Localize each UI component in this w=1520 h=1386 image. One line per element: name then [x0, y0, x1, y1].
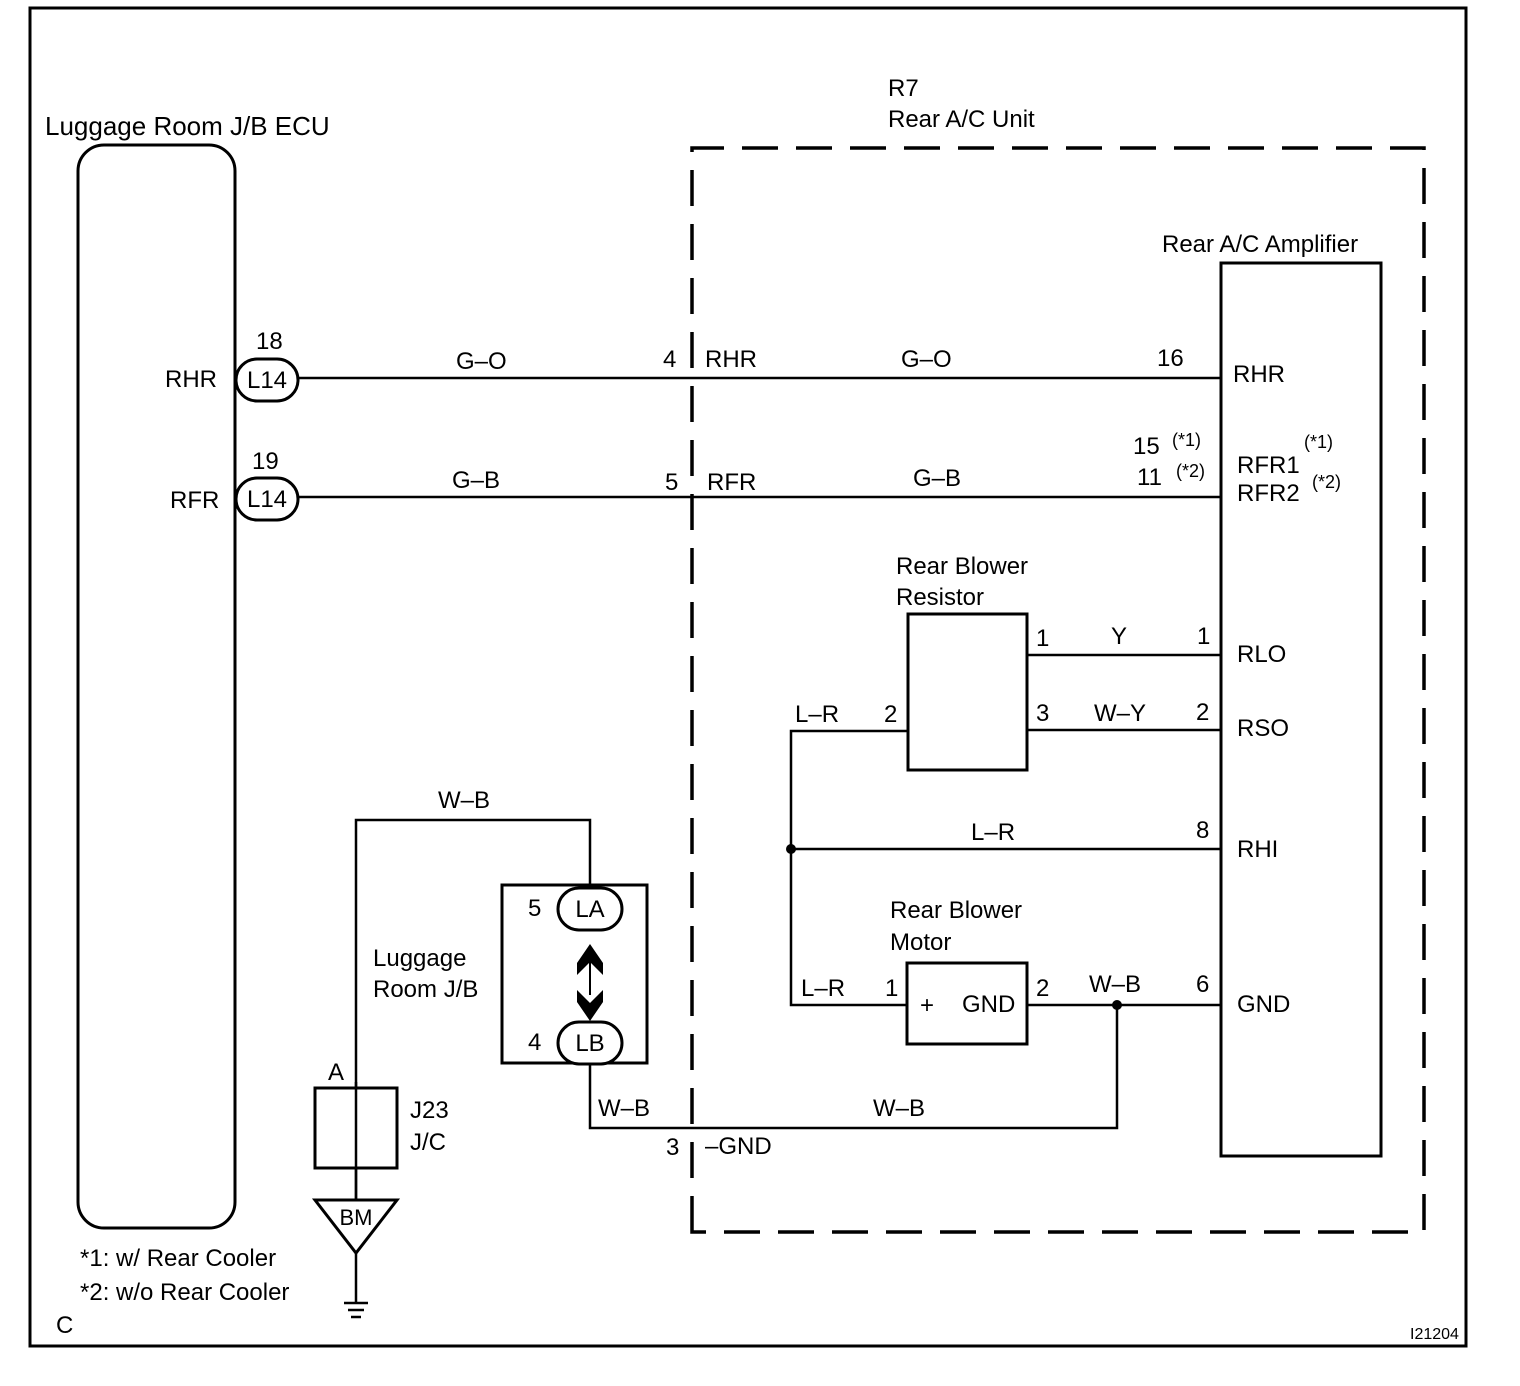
- ecu-pin-rfr-number: 19: [252, 448, 279, 475]
- earth-ground-icon: [344, 1301, 368, 1319]
- wire-jb-top-color: W–B: [438, 787, 490, 814]
- amp-terminal-rso: RSO: [1237, 715, 1289, 742]
- wire-motor2-color: W–B: [1089, 971, 1141, 998]
- rear-blower-motor: [905, 961, 1029, 1046]
- amp-pin-15: 15: [1133, 433, 1160, 460]
- note-2: *2: w/o Rear Cooler: [80, 1279, 289, 1306]
- frame-corner-letter: C: [56, 1312, 73, 1339]
- rear-blower-resistor: [906, 612, 1029, 772]
- amp-pin-2: 2: [1196, 699, 1209, 726]
- wire-rfr-color-left: G–B: [452, 467, 500, 494]
- amp-pin-6: 6: [1196, 971, 1209, 998]
- wire-rso-color: W–Y: [1094, 700, 1146, 727]
- luggage-jb-connector-la: [556, 886, 624, 932]
- wire-res2-color: L–R: [795, 701, 839, 728]
- amp-pin-16: 16: [1157, 345, 1184, 372]
- resistor-label-line1: Rear Blower: [896, 553, 1028, 580]
- rear-ac-unit-code: R7: [888, 75, 919, 102]
- ecu-block: [76, 143, 237, 1230]
- amp-pin-15-note: (*1): [1172, 430, 1201, 450]
- wire-rlo-color: Y: [1111, 623, 1127, 650]
- wire-rhr-color-right: G–O: [901, 346, 952, 373]
- ecu-connector-rhr-label: L14: [247, 367, 287, 394]
- junction-pin-a: A: [328, 1059, 344, 1086]
- junction-label-line1: J23: [410, 1097, 449, 1124]
- resistor-label-line2: Resistor: [896, 584, 984, 611]
- unit-pin-5-name: RFR: [707, 469, 756, 496]
- figure-id: I21204: [1410, 1326, 1459, 1343]
- unit-pin-5-number: 5: [665, 469, 678, 496]
- luggage-jb-connector-la-label: LA: [575, 896, 604, 923]
- motor-plus-terminal: +: [920, 992, 934, 1019]
- unit-pin-4-number: 4: [663, 346, 676, 373]
- wire-jb-bottom-color: W–B: [598, 1095, 650, 1122]
- amp-terminal-gnd: GND: [1237, 991, 1290, 1018]
- resistor-pin-2: 2: [884, 701, 897, 728]
- wire-jb-top: [354, 818, 592, 1200]
- motor-gnd-terminal: GND: [962, 991, 1015, 1018]
- motor-label-line2: Motor: [890, 929, 951, 956]
- ecu-connector-rhr: [234, 357, 300, 403]
- note-1: *1: w/ Rear Cooler: [80, 1245, 276, 1272]
- wire-ground-run: [588, 1005, 1119, 1130]
- wire-rhr-color-left: G–O: [456, 348, 507, 375]
- jb-link-down-chevron: [577, 990, 603, 1021]
- outer-frame: [28, 6, 1468, 1348]
- unit-pin-3-name: –GND: [705, 1133, 772, 1160]
- amp-pin-11-note: (*2): [1176, 461, 1205, 481]
- rear-ac-unit-boundary: [690, 146, 1426, 1234]
- resistor-pin-1: 1: [1036, 625, 1049, 652]
- amp-terminal-rlo: RLO: [1237, 641, 1286, 668]
- wire-lr-network: [789, 729, 908, 1007]
- junction-label-line2: J/C: [410, 1129, 446, 1156]
- amp-terminal-rfr1: RFR1: [1237, 452, 1300, 479]
- amp-terminal-rhi: RHI: [1237, 836, 1278, 863]
- jb-link-up-chevron: [577, 944, 603, 975]
- resistor-pin-3: 3: [1036, 700, 1049, 727]
- junction-dot-rhi: [786, 844, 796, 854]
- amp-pin-1: 1: [1197, 623, 1210, 650]
- ecu-title: Luggage Room J/B ECU: [45, 111, 330, 141]
- rear-ac-unit-name: Rear A/C Unit: [888, 106, 1035, 133]
- ground-point-label: BM: [340, 1205, 373, 1230]
- luggage-jb-label-line1: Luggage: [373, 945, 466, 972]
- ecu-connector-rfr-label: L14: [247, 486, 287, 513]
- unit-pin-4-name: RHR: [705, 346, 757, 373]
- luggage-jb-pin-5: 5: [528, 895, 541, 922]
- ecu-connector-rfr: [234, 476, 300, 522]
- amp-terminal-rfr2: RFR2: [1237, 480, 1300, 507]
- wire-ground-run-color: W–B: [873, 1095, 925, 1122]
- amp-terminal-rfr2-note: (*2): [1312, 472, 1341, 492]
- luggage-jb-label-line2: Room J/B: [373, 976, 478, 1003]
- wire-rhi-color: L–R: [971, 819, 1015, 846]
- amp-terminal-rfr1-note: (*1): [1304, 432, 1333, 452]
- ground-point-bm: [311, 1198, 401, 1256]
- amplifier-title: Rear A/C Amplifier: [1162, 231, 1358, 258]
- amp-terminal-rhr: RHR: [1233, 361, 1285, 388]
- unit-pin-3-number: 3: [666, 1134, 679, 1161]
- amp-pin-11: 11: [1137, 464, 1162, 491]
- ecu-terminal-rhr: RHR: [165, 366, 217, 393]
- ecu-terminal-rfr: RFR: [170, 487, 219, 514]
- amplifier-block: [1219, 261, 1383, 1158]
- motor-pin-2: 2: [1036, 975, 1049, 1002]
- motor-pin-1: 1: [885, 975, 898, 1002]
- ecu-pin-rhr-number: 18: [256, 328, 283, 355]
- wire-rfr-color-right: G–B: [913, 465, 961, 492]
- luggage-jb-connector-lb: [556, 1020, 624, 1066]
- motor-label-line1: Rear Blower: [890, 897, 1022, 924]
- wire-motor1-color: L–R: [801, 975, 845, 1002]
- luggage-jb-pin-4: 4: [528, 1029, 541, 1056]
- luggage-jb-connector-lb-label: LB: [575, 1030, 604, 1057]
- amp-pin-8: 8: [1196, 817, 1209, 844]
